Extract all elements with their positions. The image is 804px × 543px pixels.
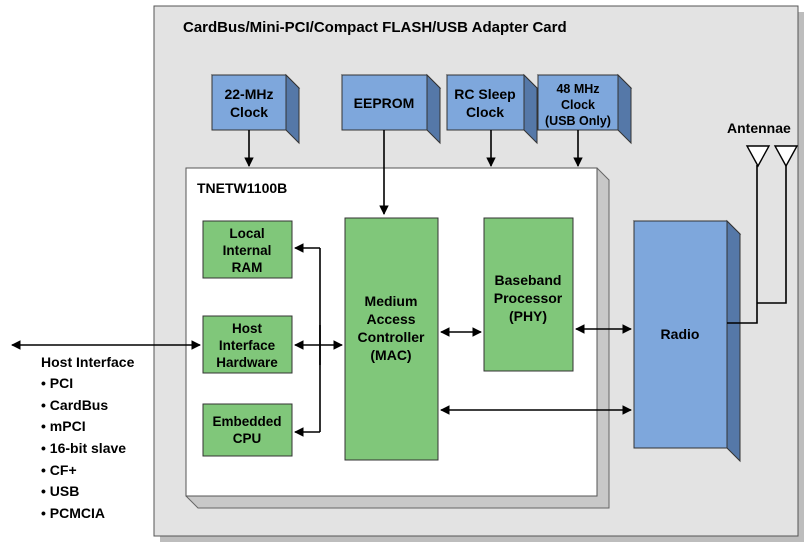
- block-face: [341, 74, 428, 131]
- host-interface-title: Host Interface: [41, 354, 135, 370]
- block-embedded-cpu: Embedded CPU: [202, 403, 293, 457]
- host-interface-item: • PCI: [41, 375, 73, 391]
- hih-line3: Hardware: [216, 355, 278, 370]
- block-face: [446, 74, 525, 131]
- clock48-line2: Clock: [561, 98, 595, 112]
- mac-line2: Access: [366, 311, 415, 327]
- block-face: [211, 74, 287, 131]
- host-interface-item: • PCMCIA: [41, 505, 105, 521]
- cpu-line1: Embedded: [212, 414, 281, 429]
- clock48-line1: 48 MHz: [556, 82, 599, 96]
- host-interface-item: • CF+: [41, 462, 77, 478]
- block-48mhz-clock: 48 MHz Clock (USB Only): [536, 73, 633, 145]
- mac-line3: Controller: [358, 329, 425, 345]
- rcsleep-line1: RC Sleep: [454, 86, 515, 102]
- connectors: [11, 130, 787, 437]
- block-rc-sleep-clock: RC Sleep Clock: [445, 73, 539, 145]
- antennae-label: Antennae: [727, 120, 791, 136]
- antenna-icon: [773, 145, 799, 168]
- bbp-line1: Baseband: [495, 272, 562, 288]
- block-local-internal-ram: Local Internal RAM: [202, 220, 293, 279]
- block-22mhz-clock: 22-MHz Clock: [210, 73, 301, 145]
- card-title: CardBus/Mini-PCI/Compact FLASH/USB Adapt…: [183, 19, 567, 36]
- rcsleep-line2: Clock: [466, 104, 504, 120]
- ram-line1: Local: [229, 226, 264, 241]
- host-interface-item: • USB: [41, 483, 79, 499]
- bbp-line2: Processor: [494, 290, 563, 306]
- eeprom-label: EEPROM: [354, 95, 415, 111]
- antenna-feed-2: [757, 165, 787, 304]
- antennae: Antennae: [727, 120, 799, 168]
- host-interface-item: • mPCI: [41, 418, 86, 434]
- cpu-line2: CPU: [233, 431, 262, 446]
- hih-line1: Host: [232, 321, 263, 336]
- block-face: [202, 315, 293, 374]
- clock22-line2: Clock: [230, 104, 268, 120]
- clock22-line1: 22-MHz: [224, 86, 273, 102]
- ram-line2: Internal: [223, 243, 272, 258]
- block-face: [202, 220, 293, 279]
- block-face: [344, 217, 439, 461]
- block-baseband-processor: Baseband Processor (PHY): [483, 217, 574, 372]
- block-face: [633, 220, 728, 449]
- chip-title: TNETW1100B: [197, 180, 287, 196]
- clock48-line3: (USB Only): [545, 114, 611, 128]
- block-eeprom: EEPROM: [340, 73, 442, 145]
- hih-line2: Interface: [219, 338, 276, 353]
- antenna-icon: [745, 145, 771, 168]
- ram-line3: RAM: [232, 260, 263, 275]
- block-radio: Radio: [632, 219, 742, 463]
- block-mac: Medium Access Controller (MAC): [344, 217, 439, 461]
- radio-label: Radio: [661, 326, 700, 342]
- antenna-feed-1: [727, 165, 758, 324]
- host-interface-item: • CardBus: [41, 397, 108, 413]
- block-face: [202, 403, 293, 457]
- bbp-line3: (PHY): [509, 308, 547, 324]
- host-interface-list: Host Interface • PCI • CardBus • mPCI • …: [41, 354, 135, 521]
- mac-line4: (MAC): [370, 347, 411, 363]
- block-face: [537, 74, 619, 131]
- mac-line1: Medium: [365, 293, 418, 309]
- block-face: [483, 217, 574, 372]
- block-host-interface-hardware: Host Interface Hardware: [202, 315, 293, 374]
- host-interface-item: • 16-bit slave: [41, 440, 126, 456]
